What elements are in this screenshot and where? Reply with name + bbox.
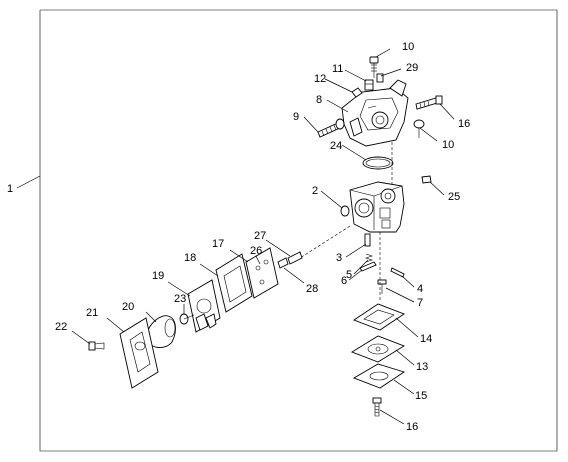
diaphragm-13 [350, 335, 406, 363]
callout-27: 27 [254, 230, 266, 242]
part-23-screw [179, 313, 195, 325]
plate-26 [245, 247, 279, 299]
callout-1: 1 [7, 183, 13, 195]
screw-16-lower [372, 397, 382, 417]
screw-22 [88, 341, 105, 351]
pump-body-19 [187, 279, 221, 333]
gasket-14 [353, 303, 405, 331]
screw-9 [317, 118, 345, 138]
part-27-fitting [287, 251, 303, 265]
carburetor-body [349, 181, 405, 233]
callout-3: 3 [336, 252, 342, 264]
callout-22: 22 [55, 321, 67, 333]
callout-16-lower: 16 [406, 421, 418, 433]
callout-5: 5 [346, 269, 352, 281]
part-25-plug [421, 175, 432, 184]
callout-29: 29 [406, 62, 418, 74]
callout-20: 20 [122, 301, 134, 313]
callout-13: 13 [416, 361, 428, 373]
callout-19: 19 [152, 270, 164, 282]
screw-10-top [369, 56, 379, 78]
part-12-nut [351, 87, 363, 98]
cover-15 [352, 363, 406, 389]
callout-2: 2 [312, 185, 318, 197]
callout-23: 23 [174, 293, 186, 305]
callout-26: 26 [250, 245, 262, 257]
callout-10-right: 10 [442, 139, 454, 151]
callout-18: 18 [184, 252, 196, 264]
callout-11: 11 [332, 63, 343, 75]
callout-21: 21 [86, 307, 98, 319]
part-28-fitting [277, 257, 289, 269]
cover-21 [119, 317, 159, 389]
callout-labels: 1 10 11 29 12 8 9 16 10 24 25 2 27 17 26… [7, 41, 470, 433]
screw-10-right [413, 119, 425, 138]
primer-bulb-20 [145, 315, 176, 348]
screw-16-upper [415, 95, 443, 110]
callout-24: 24 [330, 140, 342, 152]
callout-4: 4 [417, 283, 423, 295]
callout-15: 15 [415, 390, 427, 402]
assembly-leader-1 [16, 175, 41, 189]
callout-9: 9 [293, 111, 299, 123]
callout-14: 14 [420, 333, 432, 345]
assembly-frame [39, 9, 558, 452]
callout-7: 7 [417, 297, 423, 309]
gasket-18 [215, 253, 253, 313]
callout-12: 12 [314, 73, 326, 85]
callout-8: 8 [316, 94, 322, 106]
callout-10-top: 10 [402, 41, 414, 53]
callout-25: 25 [448, 191, 460, 203]
part-4-pin [390, 267, 405, 278]
callout-16-upper: 16 [458, 118, 470, 130]
part-7-screw [377, 279, 387, 294]
part-6-lever [359, 261, 377, 272]
part-3-needle [364, 233, 371, 247]
part-11-stud [364, 79, 374, 91]
callout-6: 6 [341, 275, 347, 287]
part-5-spring [365, 253, 373, 263]
part-29-pin [376, 73, 384, 83]
part-2-washer [340, 205, 350, 217]
leader-lines [71, 48, 455, 425]
carburetor-cover [341, 79, 409, 147]
callout-28: 28 [306, 283, 318, 295]
callout-17: 17 [212, 238, 224, 250]
